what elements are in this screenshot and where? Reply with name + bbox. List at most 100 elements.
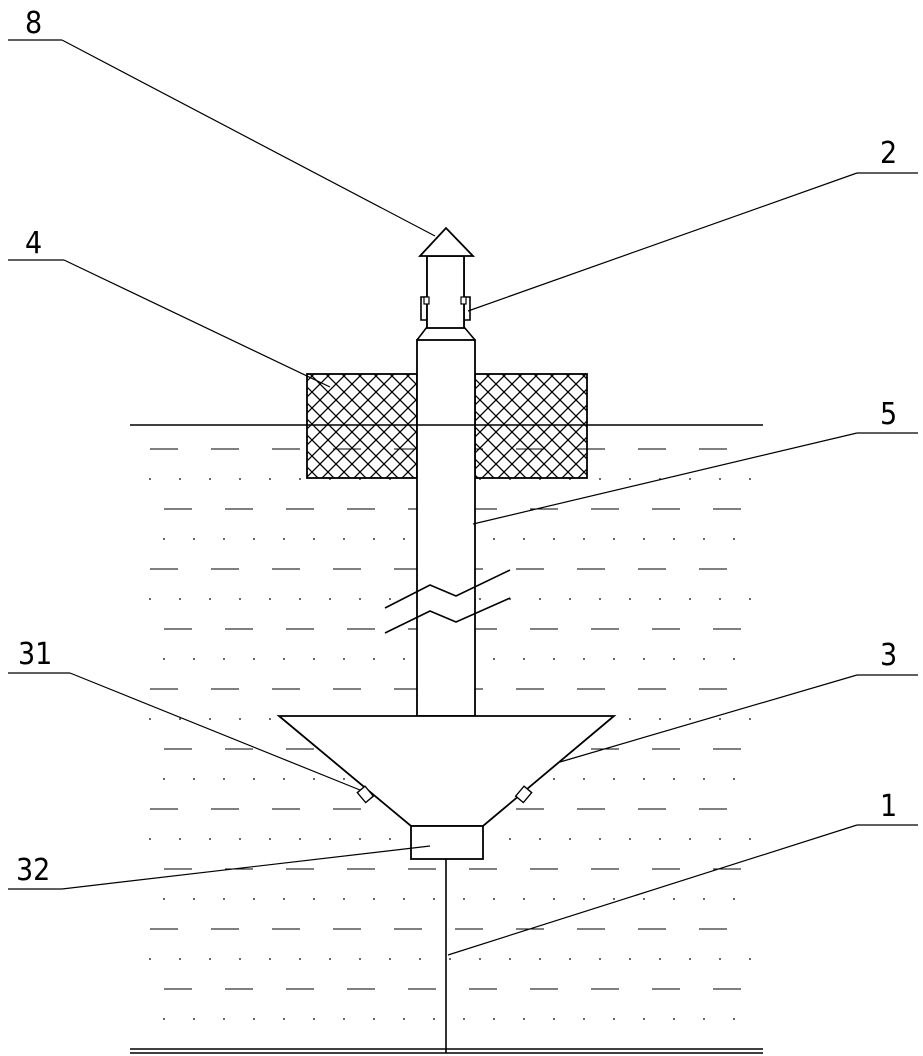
- water-dot: [553, 778, 555, 780]
- water-dot: [359, 958, 361, 960]
- water-dot: [359, 838, 361, 840]
- water-dot: [629, 478, 631, 480]
- water-dot: [689, 718, 691, 720]
- water-dot: [673, 538, 675, 540]
- water-dot: [449, 958, 451, 960]
- water-dot: [689, 958, 691, 960]
- water-dot: [299, 958, 301, 960]
- float-block-left: [307, 374, 417, 478]
- water-dot: [553, 658, 555, 660]
- water-dot: [659, 958, 661, 960]
- water-dot: [313, 1018, 315, 1020]
- water-dot: [523, 658, 525, 660]
- water-dot: [223, 538, 225, 540]
- water-dot: [493, 658, 495, 660]
- water-dot: [239, 958, 241, 960]
- water-dot: [373, 538, 375, 540]
- water-dot: [269, 478, 271, 480]
- water-dot: [223, 898, 225, 900]
- water-dot: [239, 718, 241, 720]
- water-dot: [223, 1018, 225, 1020]
- water-dot: [419, 958, 421, 960]
- water-dot: [719, 838, 721, 840]
- water-dot: [643, 778, 645, 780]
- water-dot: [583, 538, 585, 540]
- water-dot: [479, 598, 481, 600]
- water-dot: [719, 718, 721, 720]
- water-dot: [539, 958, 541, 960]
- water-dot: [599, 598, 601, 600]
- water-dot: [299, 478, 301, 480]
- water-dot: [749, 838, 751, 840]
- water-dot: [673, 1018, 675, 1020]
- label-8: 8: [25, 6, 42, 41]
- water-dot: [659, 718, 661, 720]
- water-dot: [193, 658, 195, 660]
- water-dot: [539, 838, 541, 840]
- water-dot: [643, 538, 645, 540]
- water-dot: [689, 598, 691, 600]
- water-dot: [569, 838, 571, 840]
- water-dot: [313, 658, 315, 660]
- water-dot: [493, 1018, 495, 1020]
- water-dot: [179, 478, 181, 480]
- water-dot: [269, 718, 271, 720]
- water-dot: [329, 598, 331, 600]
- water-dot: [583, 898, 585, 900]
- water-dot: [613, 1018, 615, 1020]
- water-dot: [599, 478, 601, 480]
- water-dot: [553, 1018, 555, 1020]
- label-32: 32: [16, 853, 50, 888]
- water-dot: [179, 718, 181, 720]
- water-dot: [689, 838, 691, 840]
- water-dot: [253, 1018, 255, 1020]
- leader-1-diag: [448, 825, 857, 955]
- water-dot: [253, 658, 255, 660]
- water-dot: [629, 718, 631, 720]
- water-dot: [733, 898, 735, 900]
- water-dot: [749, 478, 751, 480]
- water-dot: [343, 658, 345, 660]
- water-dot: [659, 838, 661, 840]
- water-dot: [313, 778, 315, 780]
- water-dot: [209, 598, 211, 600]
- water-dot: [673, 658, 675, 660]
- water-dot: [179, 598, 181, 600]
- water-dot: [613, 898, 615, 900]
- water-dot: [163, 778, 165, 780]
- leader-32-diag: [62, 846, 430, 889]
- water-dot: [569, 958, 571, 960]
- water-dot: [703, 658, 705, 660]
- water-dot: [299, 838, 301, 840]
- water-dot: [433, 898, 435, 900]
- water-dot: [373, 658, 375, 660]
- water-dot: [629, 838, 631, 840]
- water-dot: [313, 898, 315, 900]
- water-dot: [283, 898, 285, 900]
- water-dot: [493, 538, 495, 540]
- pipe: [417, 340, 475, 716]
- water-dot: [433, 1018, 435, 1020]
- funnel: [279, 716, 614, 826]
- water-dot: [239, 838, 241, 840]
- water-dot: [703, 778, 705, 780]
- clamp-right-bolt: [461, 297, 466, 304]
- water-dot: [673, 778, 675, 780]
- water-dot: [343, 538, 345, 540]
- water-dot: [269, 838, 271, 840]
- water-dot: [193, 898, 195, 900]
- water-dot: [733, 658, 735, 660]
- label-2: 2: [880, 136, 897, 171]
- water-dot: [283, 658, 285, 660]
- water-dot: [703, 1018, 705, 1020]
- water-dot: [749, 598, 751, 600]
- water-dot: [509, 958, 511, 960]
- water-dot: [193, 778, 195, 780]
- water-dot: [389, 958, 391, 960]
- leader-8-diag: [62, 40, 435, 236]
- water-dot: [403, 658, 405, 660]
- water-dot: [343, 1018, 345, 1020]
- water-dot: [283, 1018, 285, 1020]
- water-dot: [253, 898, 255, 900]
- water-dot: [599, 838, 601, 840]
